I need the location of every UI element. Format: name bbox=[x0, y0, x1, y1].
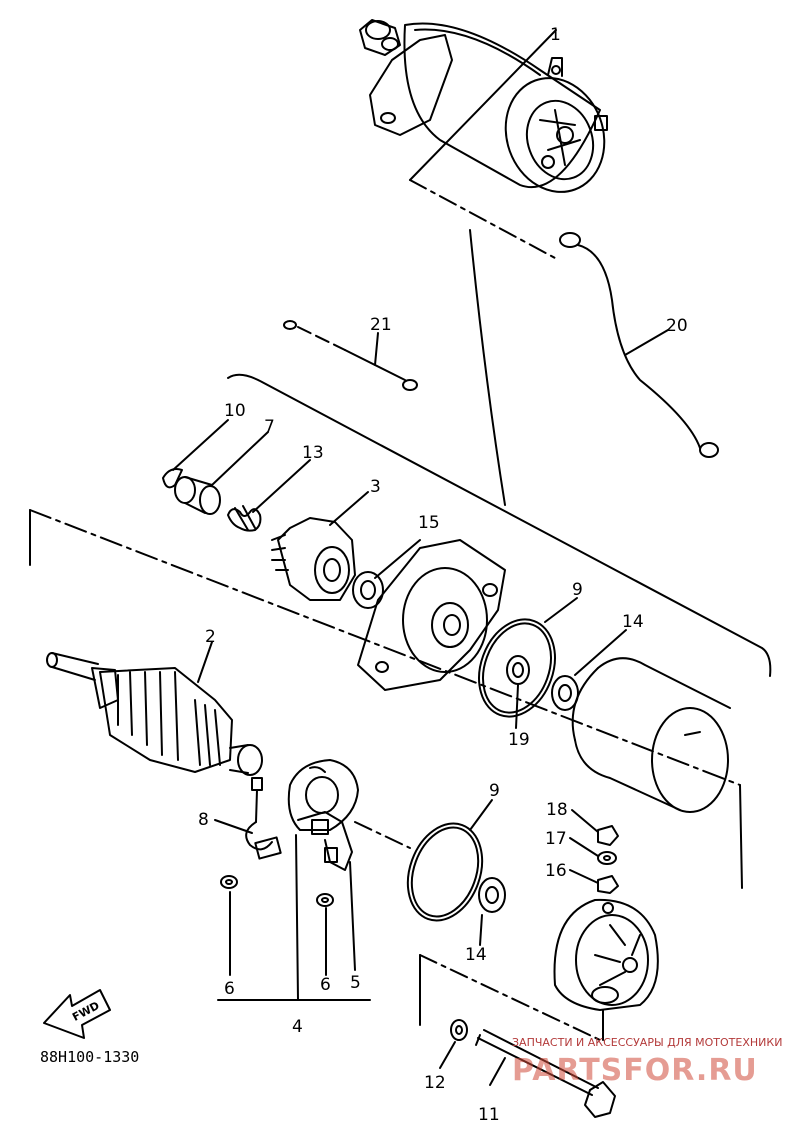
callout-20: 20 bbox=[666, 316, 688, 336]
callout-5: 5 bbox=[350, 973, 361, 993]
watermark-tagline: ЗАПЧАСТИ И АКСЕССУАРЫ ДЛЯ МОТОТЕХНИКИ bbox=[512, 1036, 782, 1049]
callout-14-lower: 14 bbox=[465, 945, 487, 965]
callout-2: 2 bbox=[205, 627, 216, 647]
callout-4: 4 bbox=[292, 1017, 303, 1037]
wire-part-21 bbox=[283, 320, 418, 391]
callout-7: 7 bbox=[264, 417, 275, 437]
callout-17: 17 bbox=[545, 829, 567, 849]
brush-holder-plate bbox=[287, 759, 359, 871]
callout-9-upper: 9 bbox=[572, 580, 583, 600]
front-cover-housing bbox=[357, 539, 506, 691]
rear-cover bbox=[553, 898, 659, 1011]
watermark: ЗАПЧАСТИ И АКСЕССУАРЫ ДЛЯ МОТОТЕХНИКИ PA… bbox=[512, 1036, 782, 1088]
starter-motor-assembly bbox=[359, 19, 608, 193]
callout-1: 1 bbox=[550, 25, 561, 45]
callout-6-right: 6 bbox=[320, 975, 331, 995]
callout-16: 16 bbox=[545, 861, 567, 881]
watermark-brand: PARTSFOR.RU bbox=[512, 1053, 758, 1088]
callout-11: 11 bbox=[478, 1105, 500, 1125]
through-bolt-part-11 bbox=[475, 1029, 616, 1118]
diagram-code: 88H100-1330 bbox=[40, 1048, 139, 1066]
callout-13: 13 bbox=[302, 443, 324, 463]
callout-14-upper: 14 bbox=[622, 612, 644, 632]
collar-part-7 bbox=[174, 476, 221, 515]
callout-12: 12 bbox=[424, 1073, 446, 1093]
callout-19: 19 bbox=[508, 730, 530, 750]
armature-part-2 bbox=[46, 652, 263, 776]
lead-wire-part-20 bbox=[559, 232, 719, 458]
brush-lead-part-8 bbox=[245, 777, 282, 860]
yoke-housing bbox=[571, 657, 731, 813]
callout-3: 3 bbox=[370, 477, 381, 497]
callout-10: 10 bbox=[224, 401, 246, 421]
callout-18: 18 bbox=[546, 800, 568, 820]
callout-21: 21 bbox=[370, 315, 392, 335]
callout-labels: 1 20 21 10 7 13 3 15 2 9 14 19 8 18 17 1… bbox=[198, 25, 688, 1125]
callout-15: 15 bbox=[418, 513, 440, 533]
spring-part-13 bbox=[227, 505, 262, 532]
callout-8: 8 bbox=[198, 810, 209, 830]
callout-9-lower: 9 bbox=[489, 781, 500, 801]
fwd-label: FWD bbox=[70, 999, 102, 1024]
fwd-arrow-icon bbox=[43, 989, 111, 1039]
pinion-clutch-part-3 bbox=[271, 517, 356, 601]
callout-6-left: 6 bbox=[224, 979, 235, 999]
